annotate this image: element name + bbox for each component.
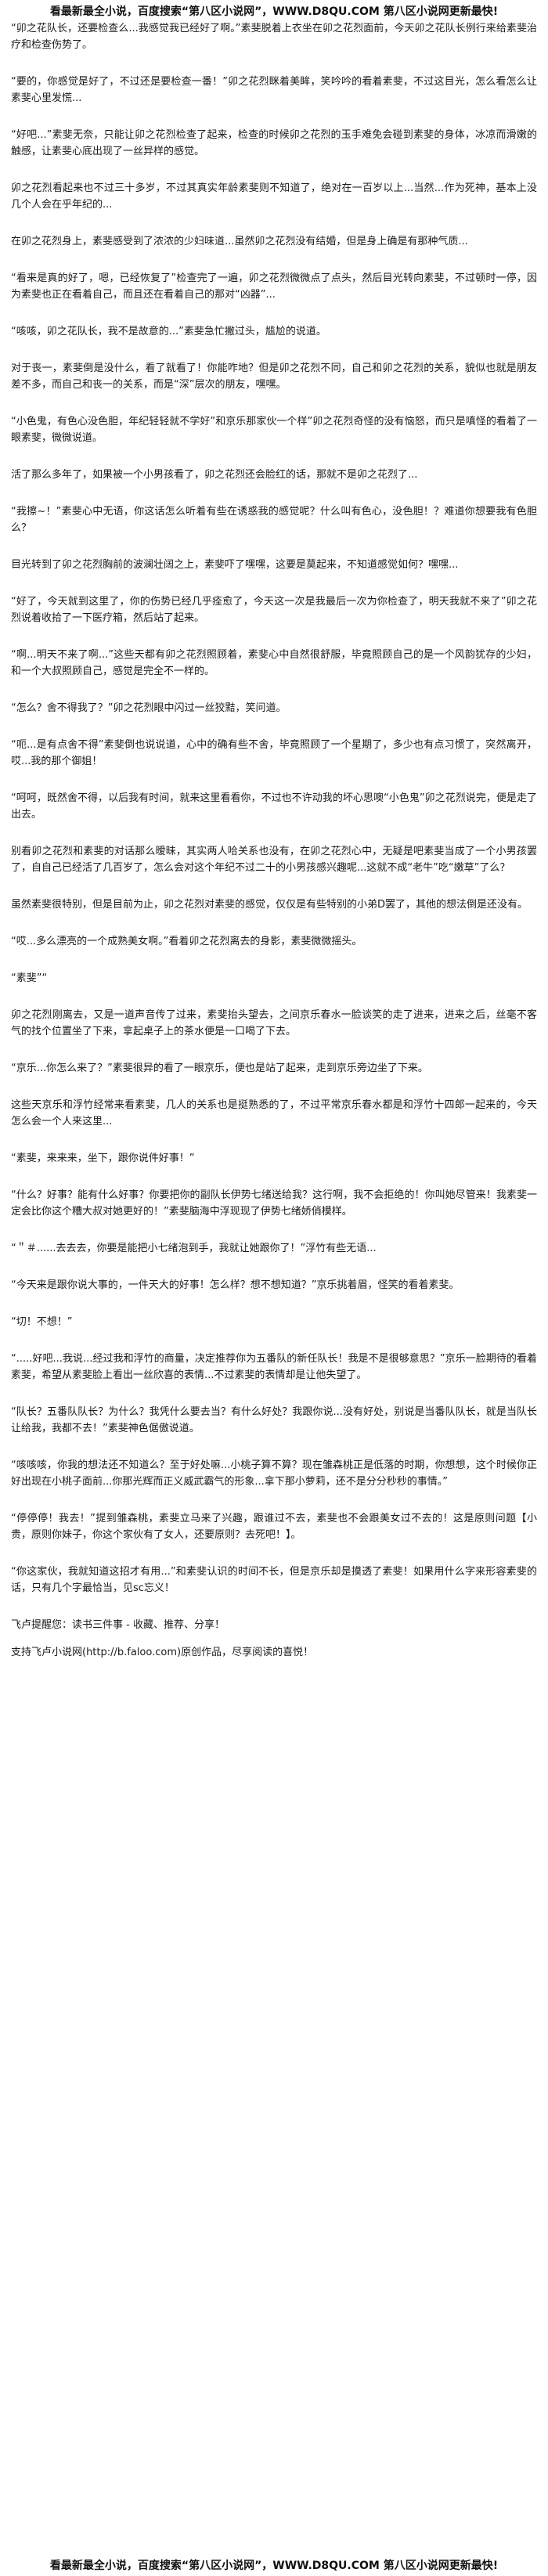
- paragraph: 这些天京乐和浮竹经常来看素斐，几人的关系也是挺熟悉的了，不过平常京乐春水都是和浮…: [11, 1099, 537, 1127]
- paragraph: “好了，今天就到这里了，你的伤势已经几乎痊愈了，今天这一次是我最后一次为你检查了…: [11, 596, 537, 624]
- paragraph: “啊...明天不来了啊...”这些天都有卯之花烈照顾着，素斐心中自然很舒服，毕竟…: [11, 649, 537, 677]
- paragraph: “咳咳咳，你我的想法还不知道么？至于好处嘛...小桃子算不算？现在雏森桃正是低落…: [11, 1459, 537, 1488]
- paragraph: “怎么？舍不得我了？”卯之花烈眼中闪过一丝狡黠，笑问道。: [11, 702, 287, 714]
- paragraph: 活了那么多年了，如果被一个小男孩看了，卯之花烈还会脸红的话，那就不是卯之花烈了.…: [11, 469, 418, 481]
- paragraph: 对于丧一，素斐倒是没什么，看了就看了！你能咋地？但是卯之花烈不同，自己和卯之花烈…: [11, 363, 537, 391]
- paragraph: “呵呵，既然舍不得，以后我有时间，就来这里看看你，不过也不许动我的坏心思噢“小色…: [11, 792, 537, 821]
- paragraph: “＂＃......去去去，你要是能把小七绪泡到手，我就让她跟你了！”浮竹有些无语…: [11, 1243, 377, 1254]
- reading-reminder: 飞卢提醒您：读书三件事 - 收藏、推荐、分享！: [11, 1619, 225, 1631]
- paragraph: “呃...是有点舍不得”素斐倒也说说道，心中的确有些不舍，毕竟照顾了一个星期了，…: [11, 739, 537, 767]
- paragraph: 在卯之花烈身上，素斐感受到了浓浓的少妇味道...虽然卯之花烈没有结婚，但是身上确…: [11, 236, 468, 247]
- paragraph: “今天来是跟你说大事的，一件天大的好事！怎么样？想不想知道？”京乐挑着眉，怪笑的…: [11, 1279, 460, 1291]
- paragraph: “切！不想！”: [11, 1316, 73, 1328]
- site-banner-top: 看最新最全小说，百度搜索“第八区小说网”，WWW.D8QU.COM 第八区小说网…: [49, 5, 499, 18]
- paragraph: “素斐，来来来，坐下，跟你说件好事！”: [11, 1153, 195, 1164]
- paragraph: “卯之花队长，还要检查么...我感觉我已经好了啊。”素斐脱着上衣坐在卯之花烈面前…: [11, 23, 537, 51]
- paragraph: “.....好吧...我说...经过我和浮竹的商量，决定推荐你为五番队的新任队长…: [11, 1353, 537, 1381]
- site-banner-bottom: 看最新最全小说，百度搜索“第八区小说网”，WWW.D8QU.COM 第八区小说网…: [49, 2560, 499, 2572]
- paragraph: “停停停！我去！”提到雏森桃，素斐立马来了兴趣，跟谁过不去，素斐也不会跟美女过不…: [11, 1513, 537, 1541]
- paragraph: “咳咳，卯之花队长，我不是故意的...”素斐急忙撇过头，尴尬的说道。: [11, 326, 326, 337]
- paragraph: “小色鬼，有色心没色胆，年纪轻轻就不学好”和京乐那家伙一个样”卯之花烈奇怪的没有…: [11, 416, 537, 444]
- paragraph: 别看卯之花烈和素斐的对话那么暧昧，其实两人哈关系也没有，在卯之花烈心中，无疑是吧…: [11, 846, 537, 874]
- paragraph: “京乐...你怎么来了？”素斐很异的看了一眼京乐，便也是站了起来，走到京乐旁边坐…: [11, 1063, 428, 1074]
- paragraph: “你这家伙，我就知道这招才有用...”和素斐认识的时间不长，但是京乐却是摸透了素…: [11, 1566, 537, 1594]
- paragraph: 虽然素斐很特别，但是目前为止，卯之花烈对素斐的感觉，仅仅是有些特别的小弟D罢了，…: [11, 899, 528, 911]
- paragraph: “看来是真的好了，嗯，已经恢复了”检查完了一遍，卯之花烈微微点了点头，然后目光转…: [11, 272, 537, 301]
- paragraph: “要的，你感觉是好了，不过还是要检查一番！”卯之花烈眯着美眸，笑吟吟的看着素斐，…: [11, 76, 537, 104]
- paragraph: “哎...多么漂亮的一个成熟美女啊。”看着卯之花烈离去的身影，素斐微微摇头。: [11, 936, 362, 947]
- paragraph: “什么？好事？能有什么好事？你要把你的副队长伊势七绪送给我？这行啊，我不会拒绝的…: [11, 1189, 537, 1218]
- paragraph: “素斐”“: [11, 972, 48, 984]
- chapter-content: “卯之花队长，还要检查么...我感觉我已经好了啊。”素斐脱着上衣坐在卯之花烈面前…: [11, 20, 537, 2553]
- support-notice: 支持飞卢小说网(http://b.faloo.com)原创作品，尽享阅读的喜悦！: [11, 1647, 314, 1658]
- paragraph: 目光转到了卯之花烈胸前的波澜壮阔之上，素斐吓了嘿嘿，这要是莫起来，不知道感觉如何…: [11, 559, 459, 571]
- paragraph: “队长？五番队队长？为什么？我凭什么要去当？有什么好处？我跟你说...没有好处，…: [11, 1406, 537, 1434]
- paragraph: “我擦~！”素斐心中无语，你这话怎么听着有些在诱惑我的感觉呢？什么叫有色心，没色…: [11, 506, 537, 534]
- paragraph: 卯之花烈刚离去，又是一道声音传了过来，素斐抬头望去，之间京乐春水一脸谈笑的走了进…: [11, 1009, 537, 1037]
- paragraph: “好吧...”素斐无奈，只能让卯之花烈检查了起来，检查的时候卯之花烈的玉手难免会…: [11, 129, 537, 157]
- paragraph: 卯之花烈看起来也不过三十多岁，不过其真实年龄素斐则不知道了，绝对在一百岁以上..…: [11, 182, 537, 211]
